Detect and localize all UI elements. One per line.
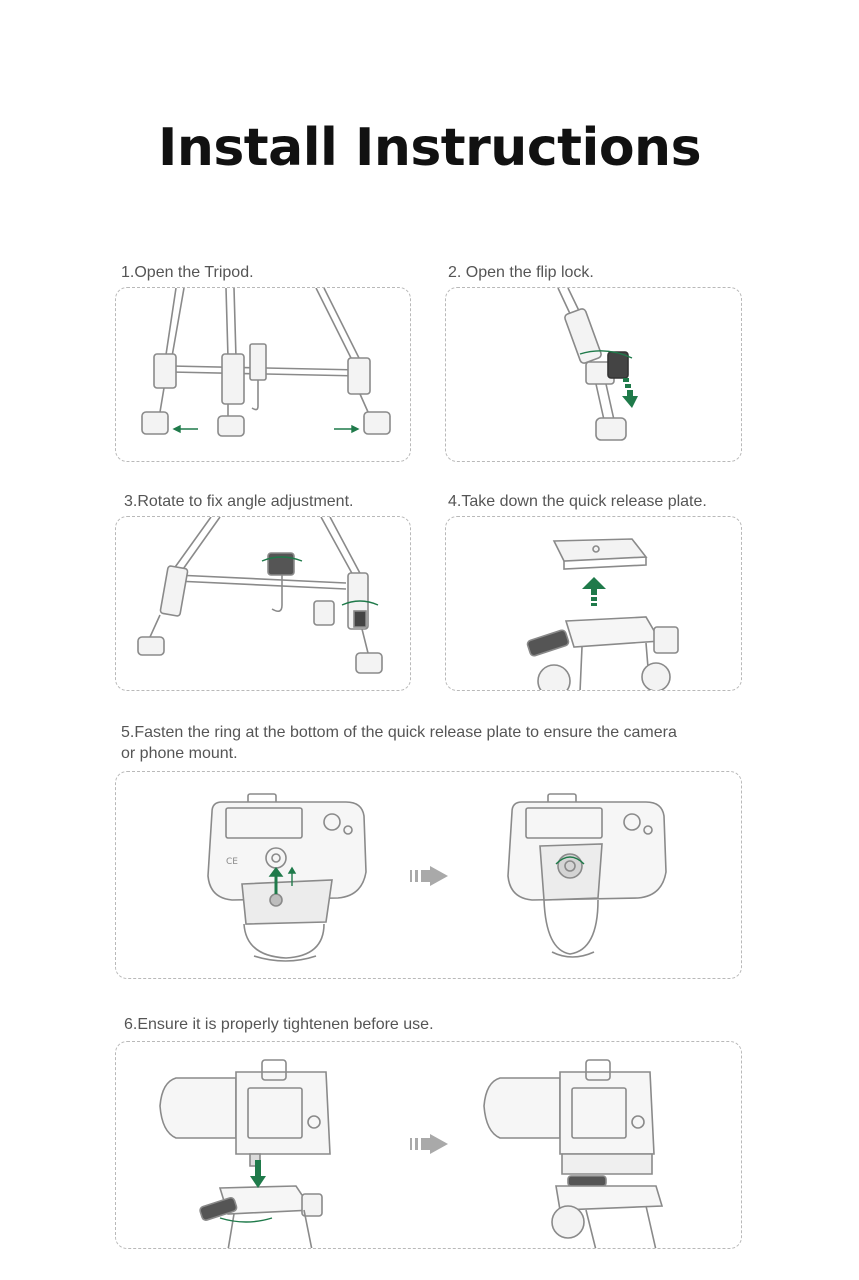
step-2-panel	[445, 287, 742, 462]
page-title: Install Instructions	[157, 118, 702, 178]
step-4-panel	[445, 516, 742, 691]
step-6-panel	[115, 1041, 742, 1249]
step-6-label: 6.Ensure it is properly tightenen before…	[124, 1016, 434, 1033]
step-1-panel	[115, 287, 411, 462]
step-3-label: 3.Rotate to fix angle adjustment.	[124, 493, 354, 510]
step-5-label: 5.Fasten the ring at the bottom of the q…	[121, 724, 677, 762]
step-4-label: 4.Take down the quick release plate.	[448, 493, 707, 510]
svg-text:CE: CE	[226, 857, 238, 867]
quick-release-plate-illustration	[526, 538, 679, 690]
step-1-label: 1.Open the Tripod.	[121, 264, 254, 281]
angle-knob-illustration	[137, 517, 383, 674]
arrow-right-icon	[410, 866, 448, 886]
arrow-right-icon	[410, 1134, 448, 1154]
flip-lock-illustration	[557, 288, 638, 441]
camera-mount-illustration: CE	[207, 793, 667, 962]
tripod-illustration	[141, 288, 391, 437]
step-2-label: 2. Open the flip lock.	[448, 264, 594, 281]
camera-tighten-illustration	[159, 1059, 664, 1248]
step-5-panel: CE	[115, 771, 742, 979]
step-3-panel	[115, 516, 411, 691]
